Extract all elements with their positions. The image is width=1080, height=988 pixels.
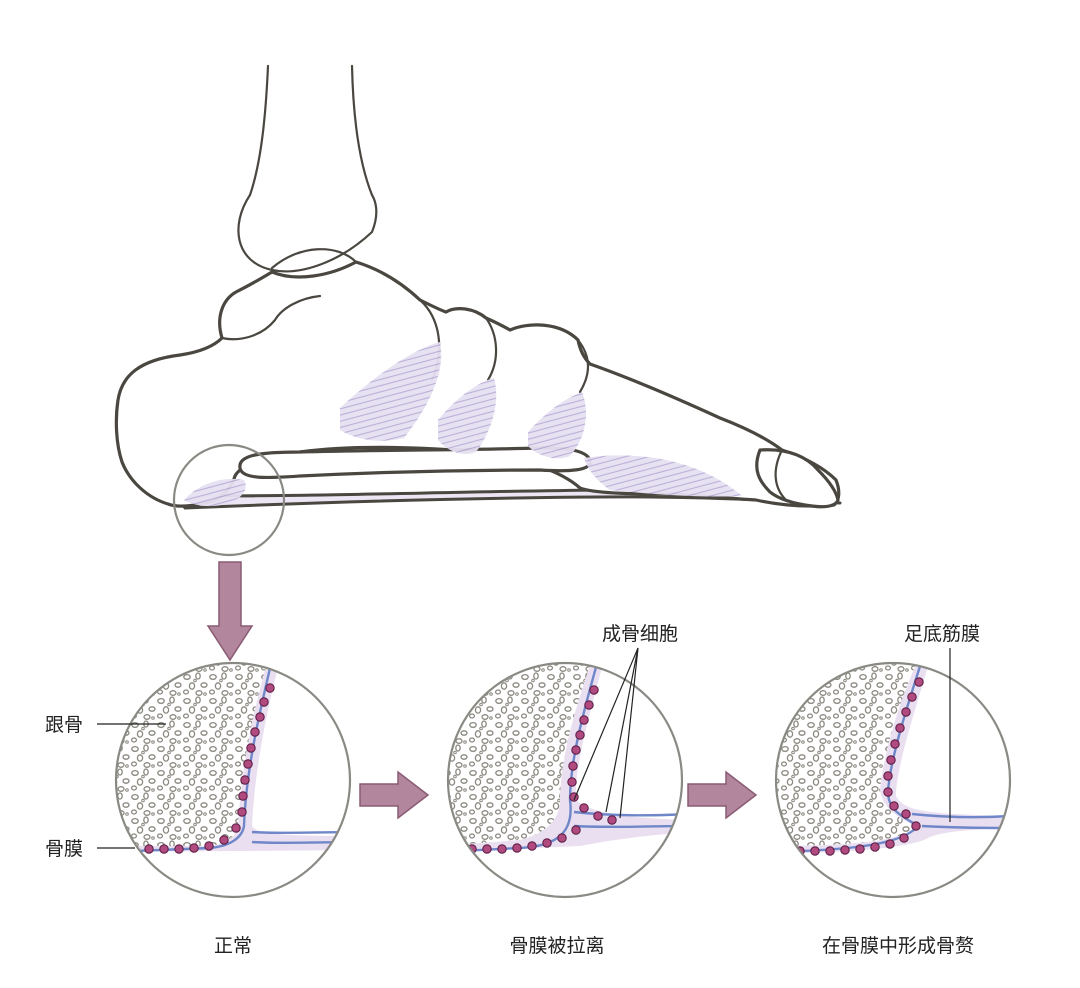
stage-spur: 足底筋膜 在骨膜中形成骨赘 bbox=[770, 623, 1010, 957]
calcaneus-label: 跟骨 bbox=[45, 714, 83, 736]
ankle-joint bbox=[238, 195, 376, 271]
talus-dome bbox=[272, 249, 356, 268]
osteoblast-label: 成骨细胞 bbox=[602, 623, 678, 645]
caption-pulled: 骨膜被拉离 bbox=[509, 935, 604, 957]
caption-spur: 在骨膜中形成骨赘 bbox=[822, 935, 974, 957]
plantar-fascia-label: 足底筋膜 bbox=[904, 623, 980, 645]
fibula-shaft bbox=[352, 66, 372, 195]
stage-normal: 跟骨 骨膜 正常 bbox=[45, 660, 360, 957]
right-arrow-icon bbox=[360, 772, 428, 818]
stage-pulled: 成骨细胞 骨膜被拉离 bbox=[440, 623, 690, 957]
tibia-shaft bbox=[250, 66, 268, 195]
right-arrow-icon bbox=[688, 772, 756, 818]
periosteum-label: 骨膜 bbox=[45, 838, 83, 860]
caption-normal: 正常 bbox=[214, 935, 252, 957]
foot-skeleton bbox=[116, 66, 840, 555]
down-arrow-icon bbox=[208, 562, 252, 660]
